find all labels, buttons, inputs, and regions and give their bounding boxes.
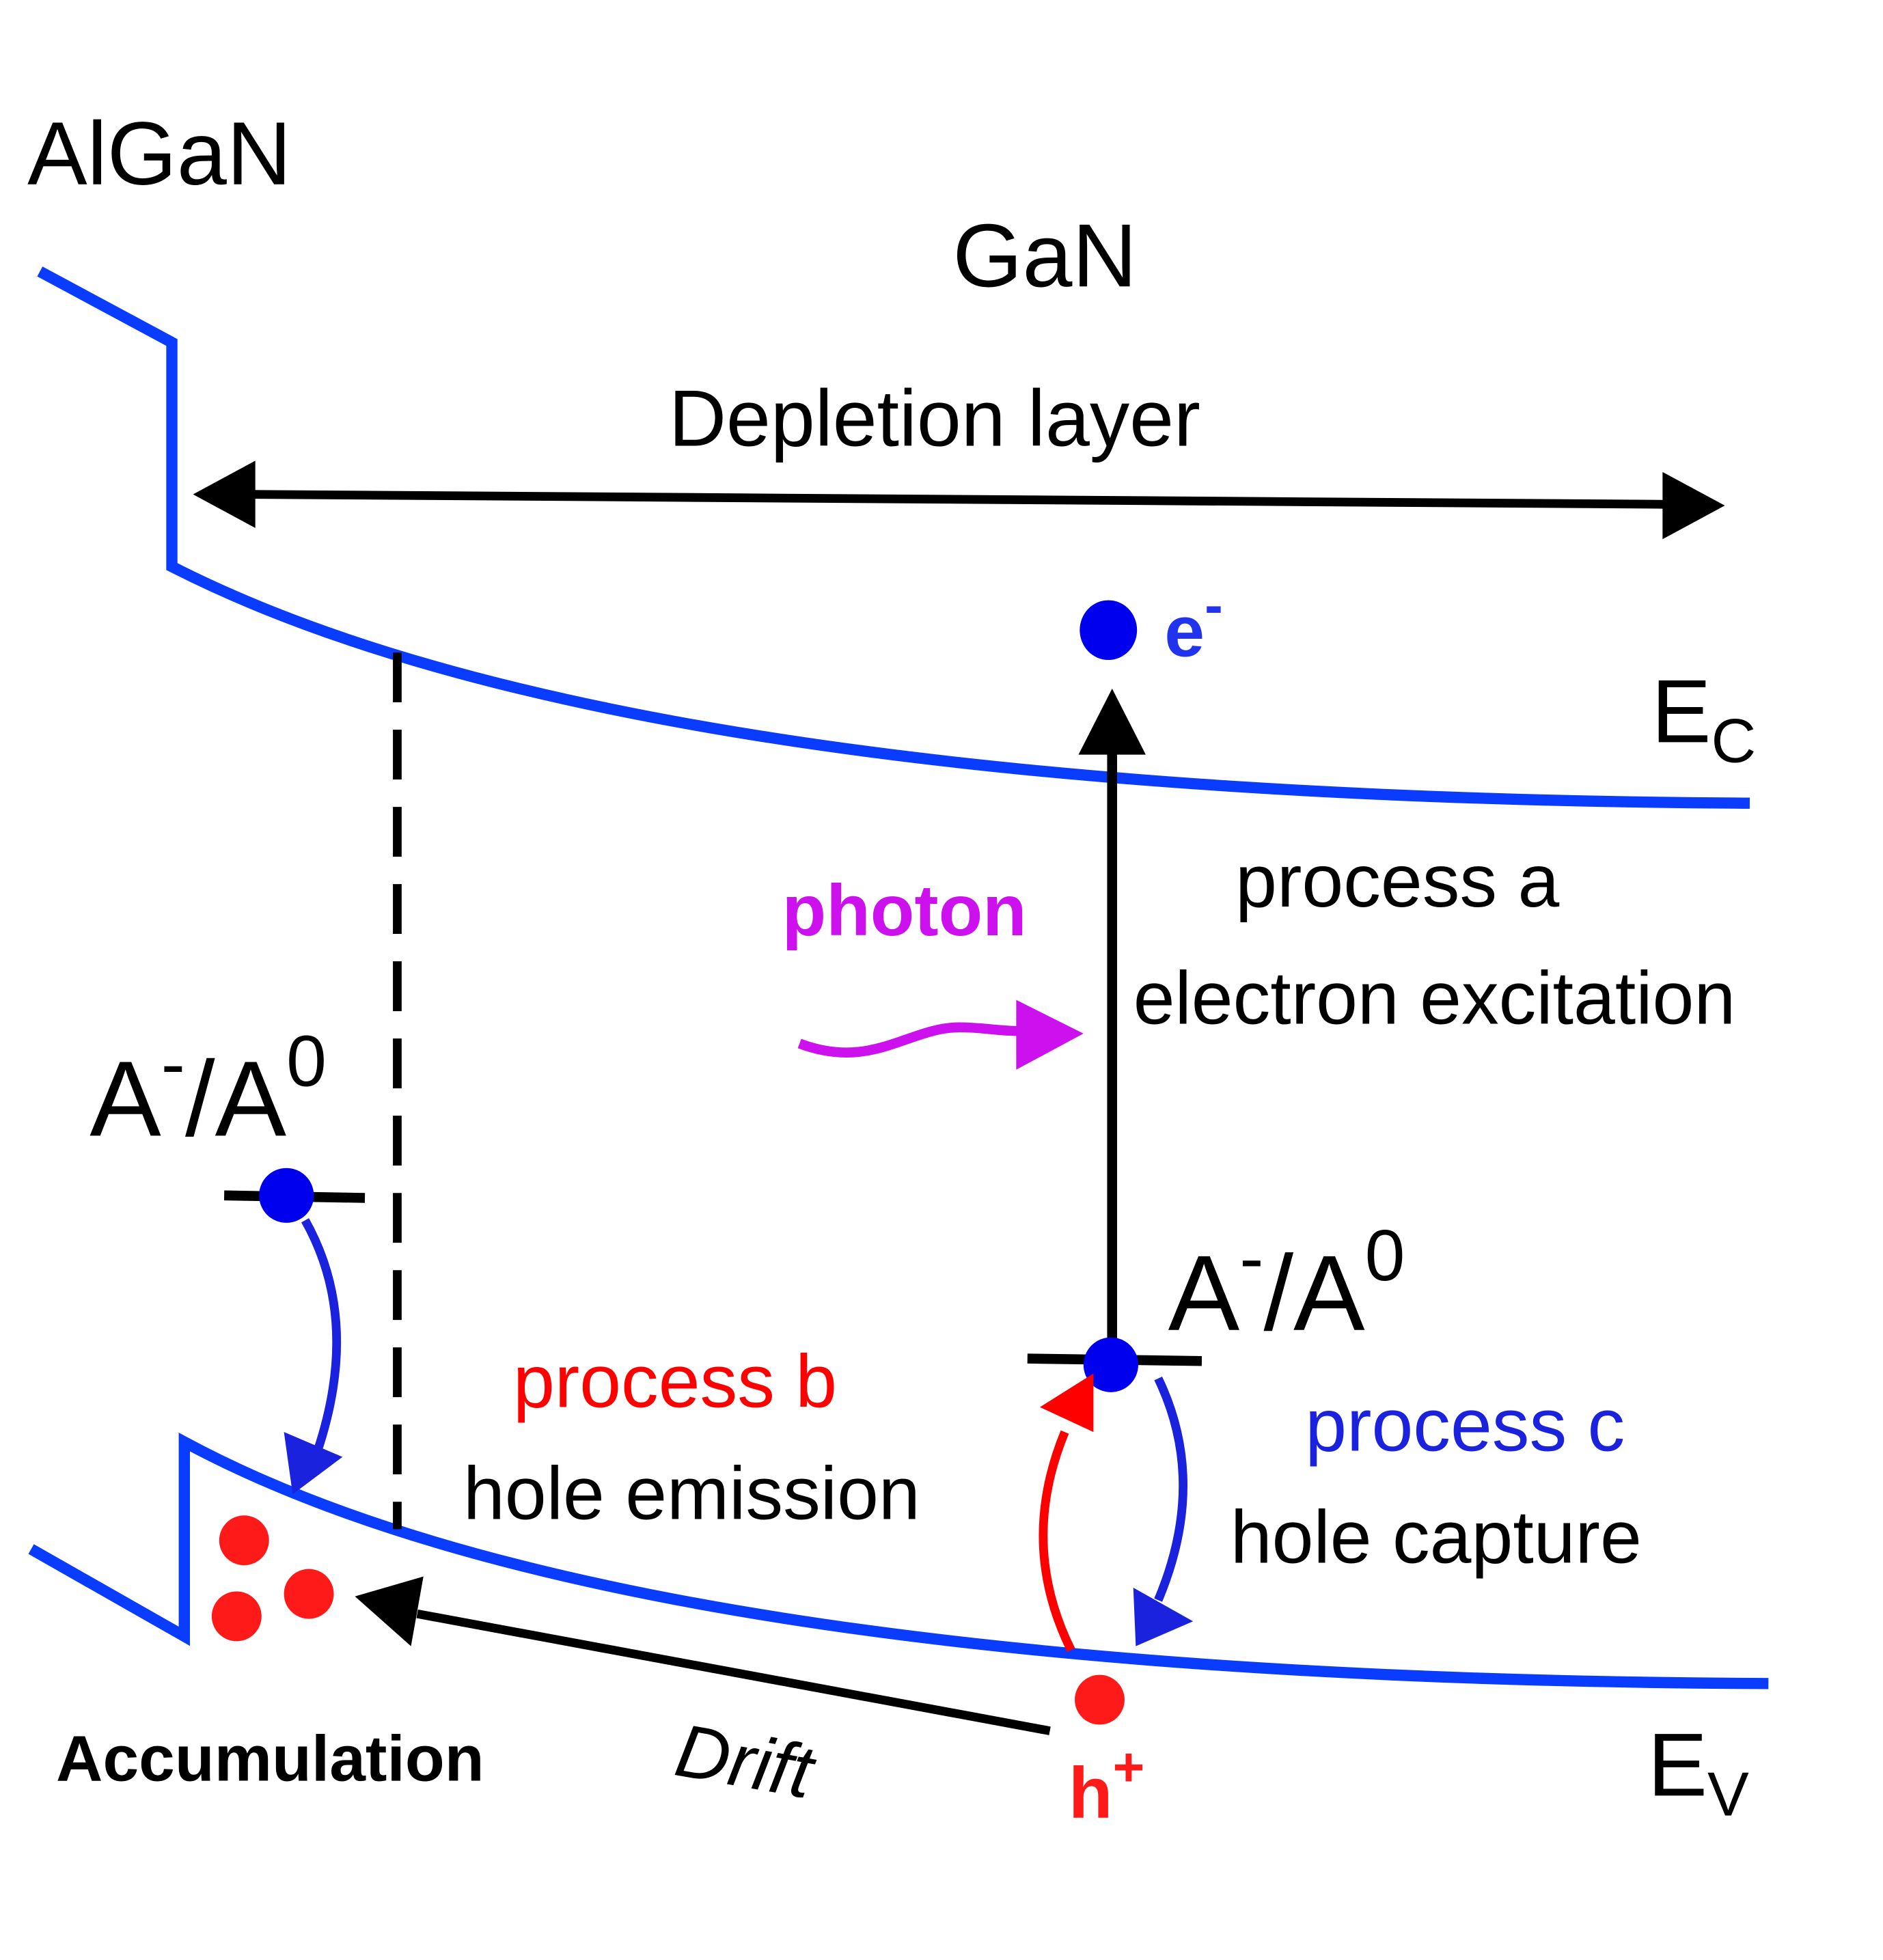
process-a-description: electron excitation (1133, 956, 1735, 1040)
drift-label: Drift (670, 1709, 822, 1815)
photon-wave (797, 1022, 1021, 1058)
hole-emission-arrowhead (1039, 1373, 1094, 1433)
ec-label: EC (1651, 661, 1756, 775)
acceptor-left-minus: - (161, 1023, 185, 1104)
depletion-arrowhead-left (193, 460, 256, 528)
drift-arrow-line (416, 1610, 1051, 1735)
hole-superscript: + (1112, 1736, 1144, 1797)
electron-dot-left (259, 1168, 314, 1223)
acceptor-label-right: A-/A0 (1168, 1215, 1405, 1353)
hole-main: h (1069, 1753, 1113, 1834)
conduction-band-line (37, 266, 1750, 809)
ev-label: EV (1647, 1714, 1749, 1829)
process-c-title: process c (1305, 1383, 1625, 1467)
left-capture-arrow (301, 1218, 342, 1452)
depletion-layer-label: Depletion layer (669, 374, 1200, 463)
ev-main: E (1647, 1714, 1707, 1814)
acceptor-right-slash-a: /A (1264, 1234, 1366, 1353)
process-c-description: hole capture (1231, 1496, 1642, 1579)
algan-label: AlGaN (27, 103, 291, 204)
electron-dot-right-level (1083, 1337, 1138, 1392)
photon-arrowhead (1016, 999, 1084, 1070)
valence-band-line (28, 1432, 1769, 1689)
accumulation-label: Accumulation (56, 1723, 484, 1795)
excitation-arrowhead (1078, 688, 1146, 755)
accumulated-hole-1 (219, 1515, 269, 1566)
process-b-title: process b (513, 1340, 837, 1424)
hole-dot (1075, 1674, 1125, 1725)
acceptor-label-left: A-/A0 (90, 1021, 327, 1159)
drift-arrowhead (355, 1576, 424, 1646)
electron-label: e- (1164, 574, 1223, 672)
acceptor-left-zero: 0 (286, 1021, 327, 1101)
electron-main: e (1164, 592, 1205, 672)
process-a-title: process a (1235, 840, 1559, 923)
electron-dot-top (1080, 600, 1138, 661)
acceptor-left-slash-a: /A (185, 1039, 287, 1159)
hole-capture-arrowhead (1133, 1587, 1194, 1646)
depletion-arrowhead-right (1662, 471, 1725, 540)
photon-label: photon (782, 870, 1027, 951)
acceptor-right-zero: 0 (1365, 1215, 1405, 1296)
ec-main: E (1651, 661, 1712, 761)
electron-superscript: - (1205, 574, 1223, 635)
ev-subscript: V (1707, 1761, 1749, 1830)
process-b-description: hole emission (463, 1452, 920, 1536)
acceptor-right-minus: - (1239, 1217, 1263, 1298)
hole-emission-arrow (1039, 1430, 1075, 1652)
gan-label: GaN (952, 205, 1137, 305)
accumulated-hole-3 (284, 1569, 334, 1619)
hole-label: h+ (1069, 1736, 1144, 1834)
ec-subscript: C (1711, 707, 1756, 776)
acceptor-right-a: A (1168, 1234, 1240, 1353)
hole-capture-arrow (1154, 1377, 1187, 1602)
accumulated-hole-2 (211, 1591, 262, 1642)
depletion-layer-arrow (252, 490, 1666, 509)
acceptor-left-a: A (90, 1039, 161, 1159)
left-capture-arrowhead (284, 1432, 343, 1495)
